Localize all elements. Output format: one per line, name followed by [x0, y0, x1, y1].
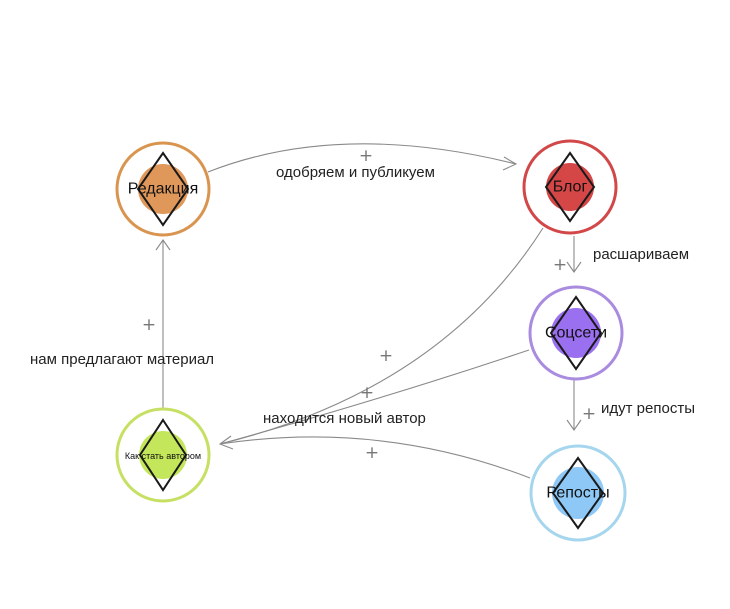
- edge-label-reposts: идут репосты: [601, 400, 695, 417]
- diamond-icon: [138, 418, 188, 492]
- node-author[interactable]: Как стать автором: [115, 407, 211, 503]
- node-reposty[interactable]: Репосты: [529, 444, 627, 542]
- arrowhead-to-author: [218, 435, 234, 450]
- node-label-author: Как стать автором: [125, 451, 201, 461]
- edge-redaktsiya-to-blog: [207, 143, 517, 173]
- node-fill-reposty: [552, 467, 604, 519]
- node-label-reposty: Репосты: [546, 485, 609, 502]
- node-fill-redaktsiya: [138, 164, 188, 214]
- edge-sotsseti-to-author: [219, 349, 530, 445]
- arrowhead-redaktsiya-to-blog: [502, 156, 518, 171]
- plus-sign-share: +: [553, 255, 567, 275]
- diamond-icon: [551, 456, 605, 530]
- node-sotsseti[interactable]: Соцсети: [528, 285, 624, 381]
- plus-sign-blog-author: +: [379, 346, 393, 366]
- node-label-redaktsiya: Редакция: [128, 181, 199, 198]
- edge-label-new-author: находится новый автор: [263, 410, 426, 427]
- plus-sign-reposts: +: [582, 404, 596, 424]
- node-fill-sotsseti: [551, 308, 601, 358]
- plus-sign-offer: +: [142, 315, 156, 335]
- plus-sign-reposty-author: +: [365, 443, 379, 463]
- diamond-icon: [544, 151, 596, 223]
- node-fill-blog: [546, 163, 594, 211]
- edge-reposty-to-author: [219, 436, 531, 479]
- arrowhead-author-to-redaktsiya: [155, 239, 171, 251]
- node-blog[interactable]: Блог: [522, 139, 618, 235]
- diamond-icon: [136, 151, 190, 227]
- edge-label-share: расшариваем: [593, 246, 689, 263]
- edge-label-publish: одобряем и публикуем: [276, 164, 435, 181]
- node-label-sotsseti: Соцсети: [545, 325, 607, 342]
- diamond-icon: [549, 295, 603, 371]
- node-label-blog: Блог: [553, 179, 588, 196]
- arrowhead-sotsseti-to-reposty: [566, 419, 582, 431]
- node-redaktsiya[interactable]: Редакция: [115, 141, 211, 237]
- edge-label-offer: нам предлагают материал: [30, 351, 214, 368]
- plus-sign-publish: +: [359, 146, 373, 166]
- node-fill-author: [139, 431, 187, 479]
- plus-sign-sotsseti-author: +: [360, 383, 374, 403]
- arrowhead-blog-to-sotsseti: [566, 261, 582, 273]
